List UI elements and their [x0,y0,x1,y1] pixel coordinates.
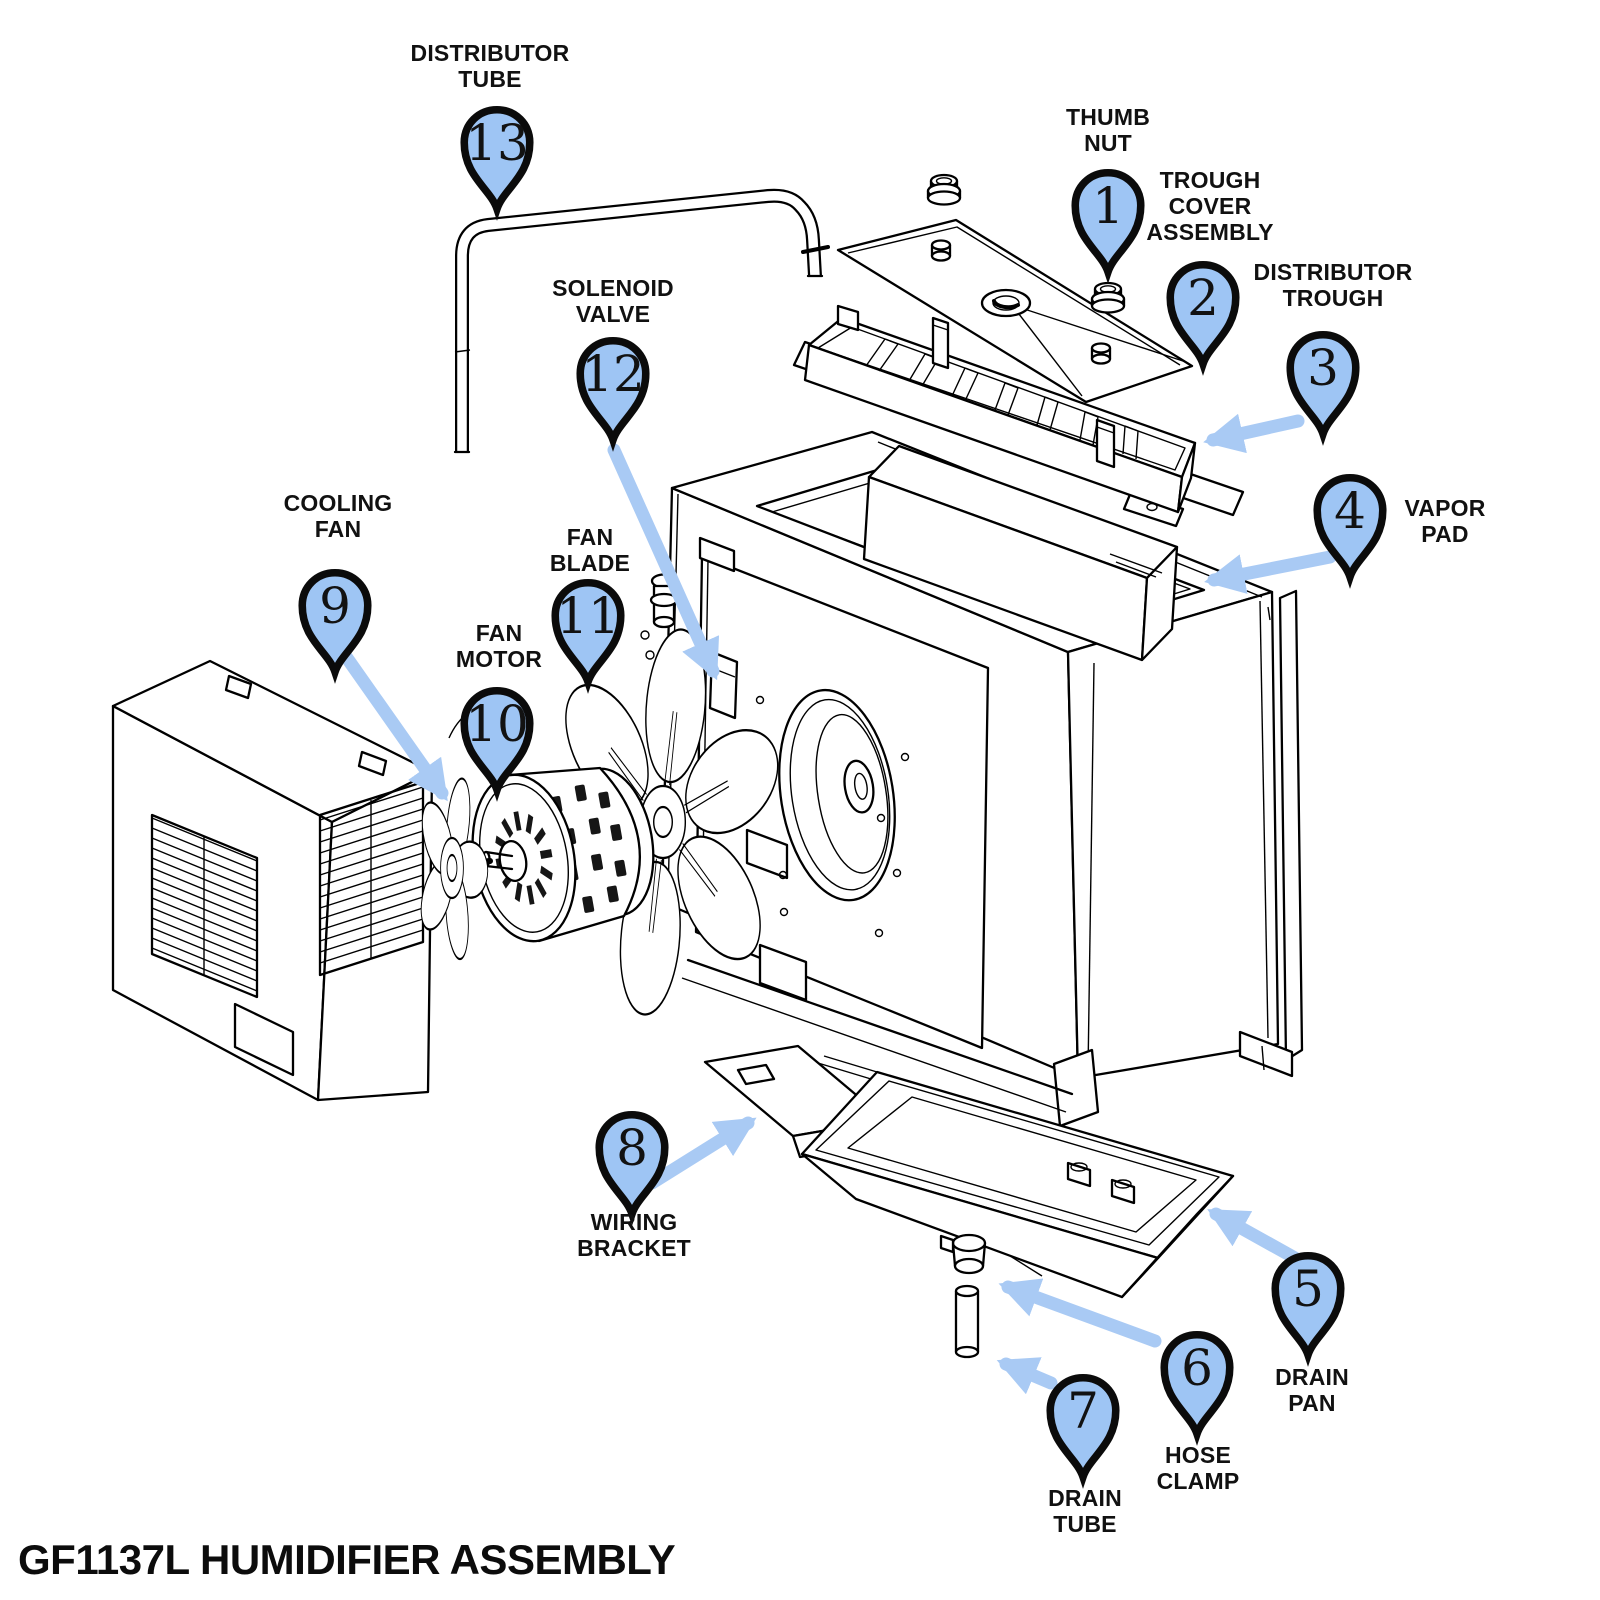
diagram-title: GF1137L HUMIDIFIER ASSEMBLY [18,1536,676,1583]
callout-pin-7[interactable]: 7 [1041,1371,1125,1489]
callout-pin-6[interactable]: 6 [1155,1328,1239,1446]
fan-housing-cover-art [111,659,434,1102]
callout-pin-12[interactable]: 12 [571,334,655,452]
callout-label-6: HOSE CLAMP [1156,1442,1240,1494]
callout-pin-8[interactable]: 8 [590,1108,674,1226]
callout-pin-11[interactable]: 11 [546,576,630,694]
callout-label-7: DRAIN TUBE [1048,1485,1122,1537]
arrow-9-cooling-fan [340,651,449,802]
callout-pin-2[interactable]: 2 [1161,258,1245,376]
cooling-fan-art [420,777,493,961]
arrow-3-distributor-trough [1203,413,1305,454]
callout-label-5: DRAIN PAN [1275,1364,1349,1416]
callout-label-3: DISTRIBUTOR TROUGH [1253,259,1413,311]
callout-pin-5[interactable]: 5 [1266,1249,1350,1367]
arrow-5-drain-pan [1207,1207,1302,1265]
vapor-pad-art [862,444,1179,662]
callout-label-8: WIRING BRACKET [577,1209,691,1261]
drain-pan-art [800,1055,1235,1299]
drain-tube-art [954,1284,980,1359]
callout-label-2: TROUGH COVER ASSEMBLY [1146,167,1274,245]
callout-label-13: DISTRIBUTOR TUBE [410,40,570,92]
arrow-12-solenoid-valve [607,443,720,681]
callout-pin-1[interactable]: 1 [1066,166,1150,284]
trough-cover-art [836,218,1194,404]
callout-pin-10[interactable]: 10 [455,684,539,802]
callout-label-10: FAN MOTOR [455,620,543,672]
arrow-7-drain-tube [996,1357,1058,1395]
arrow-8-wiring-bracket [645,1116,757,1190]
callout-label-1: THUMB NUT [1065,104,1151,156]
callout-label-4: VAPOR PAD [1404,495,1486,547]
distributor-tube-art [453,188,830,454]
distributor-trough-art [792,304,1245,528]
callout-label-9: COOLING FAN [283,490,393,542]
arrow-6-hose-clamp [998,1278,1162,1348]
callout-label-11: FAN BLADE [549,524,631,576]
callout-pin-4[interactable]: 4 [1308,471,1392,589]
callout-label-12: SOLENOID VALVE [552,275,674,327]
thumb-nut-art [926,173,1126,314]
fan-motor-art [448,704,655,943]
callout-pin-13[interactable]: 13 [455,103,539,221]
callout-pin-9[interactable]: 9 [293,566,377,684]
arrow-4-vapor-pad [1204,550,1337,594]
callout-arrows [340,413,1337,1395]
callout-pin-3[interactable]: 3 [1281,328,1365,446]
